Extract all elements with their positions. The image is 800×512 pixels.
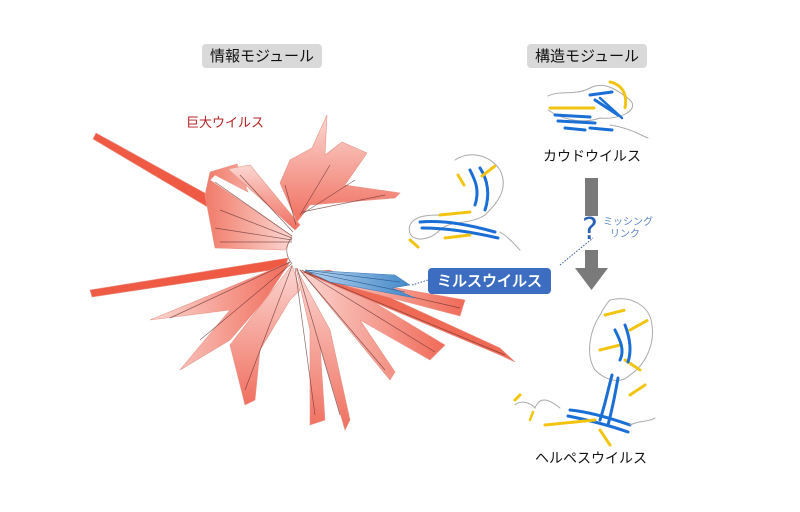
mils-connector-line — [411, 279, 429, 286]
missing-link-line2: リンク — [610, 229, 640, 240]
giant-virus-label: 巨大ウイルス — [186, 116, 265, 131]
mils-virus-label: ミルスウイルス — [428, 268, 552, 294]
question-mark-icon: ? — [582, 212, 598, 247]
caudovirus-label: カウドウイルス — [543, 149, 641, 165]
missing-link-label: ミッシング リンク — [603, 217, 653, 241]
evolution-arrow — [575, 178, 608, 290]
caudovirus-structure — [547, 80, 649, 139]
missing-link-line1: ミッシング — [603, 217, 653, 228]
structure-module-label: 構造モジュール — [527, 44, 647, 68]
mils-virus-structure — [408, 154, 521, 251]
herpesvirus-structure — [513, 298, 656, 447]
mils-virus-clade — [304, 269, 416, 299]
info-module-label: 情報モジュール — [202, 44, 322, 68]
missing-link-connector-line — [559, 237, 594, 266]
herpesvirus-label: ヘルペスウイルス — [535, 451, 647, 467]
